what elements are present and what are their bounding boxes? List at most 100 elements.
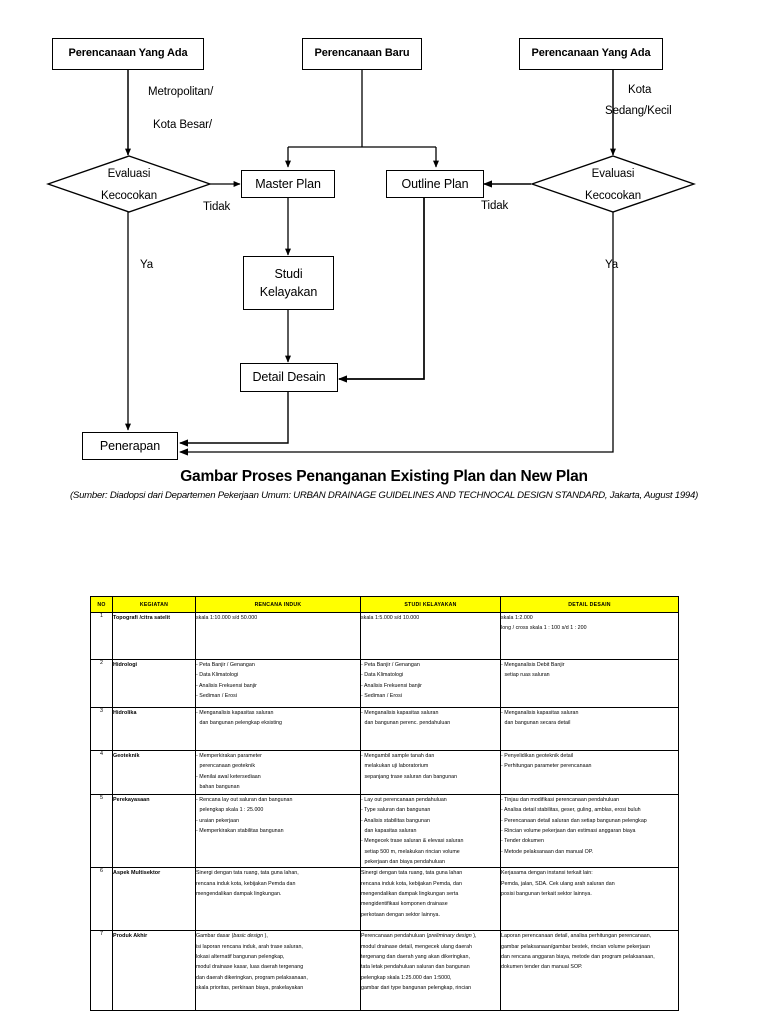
cell-no: 4: [90, 750, 113, 795]
cell-line: - Memperkirakan stabilitas bangunan: [196, 827, 284, 834]
node-label: Perencanaan Baru: [314, 47, 410, 60]
node-label: Detail Desain: [252, 370, 326, 385]
cell-line: sepanjang trase saluran dan bangunan: [364, 773, 458, 780]
cell-line: dan bangunan secara detail: [504, 720, 571, 727]
cell-no: 2: [90, 659, 113, 708]
cell-studi-kelayakan: Sinergi dengan tata ruang, tata guna lah…: [360, 867, 501, 932]
cell-detail-desain: - Tinjau dan modifikasi perencanaan pend…: [500, 793, 679, 869]
figure-source: (Sumber: Diadopsi dari Departemen Pekerj…: [69, 490, 699, 501]
cell-line: - Mengecek trase saluran & elevasi salur…: [361, 838, 464, 845]
cell-line: - Menganalisis kapasitas saluran: [196, 710, 274, 716]
node-label: Outline Plan: [401, 176, 469, 191]
cell-line: modul drainase detail, mengecek ulang da…: [361, 943, 473, 950]
cell-line: - Data Klimatologi: [361, 672, 404, 679]
cell-kegiatan: Hidrologi: [112, 659, 196, 708]
cell-line: - uraian pekerjaan: [196, 817, 240, 824]
cell-line: bahan bangunan: [199, 783, 240, 790]
cell-line: - Metode pelaksanaan dan manual OP.: [501, 848, 594, 855]
cell-line: - Perencanaan detail saluran dan setiap …: [501, 817, 647, 824]
cell-line: dan bangunan pelengkap eksisting: [199, 720, 283, 727]
cell-line: dan bangunan perenc. pendahuluan: [364, 720, 451, 727]
cell-no: 6: [90, 867, 113, 932]
cell-detail-desain: - Penyelidikan geoteknik detail- Perhitu…: [500, 750, 679, 795]
cell-no: 5: [90, 793, 113, 869]
cell-line: rencana induk kota, kebijakan Pemda dan: [196, 880, 296, 887]
cell-line: Sinergi dengan tata ruang, tata guna lah…: [196, 870, 299, 877]
decision-right-line2: Kecocokan: [585, 189, 641, 202]
specification-table: NO KEGIATAN RENCANA INDUK STUDI KELAYAKA…: [90, 596, 679, 1012]
cell-studi-kelayakan: - Lay out perencanaan pendahuluan- Type …: [360, 793, 501, 869]
node-label: Perencanaan Yang Ada: [531, 47, 651, 60]
cell-line: melakukan uji laboratorium: [364, 763, 429, 770]
cell-line: Topografi /citra satelit: [113, 615, 171, 621]
cell-line: gambar pelaksanaan/gambar bestek, rincia…: [501, 943, 650, 950]
cell-line: dan rencana anggaran biaya, metode dan p…: [501, 953, 655, 960]
cell-line: pelengkap skala 1 : 25.000: [199, 807, 264, 814]
cell-line: - Tender dokumen: [501, 838, 544, 845]
cell-kegiatan: Geoteknik: [112, 750, 196, 795]
node-label-line2: Kelayakan: [259, 285, 318, 299]
node-master-plan: Master Plan: [241, 170, 335, 198]
cell-detail-desain: - Menganalisis kapasitas saluran dan ban…: [500, 707, 679, 751]
cell-studi-kelayakan: skala 1:5.000 s/d 10.000: [360, 612, 501, 660]
edge-label-ya-left: Ya: [140, 259, 154, 271]
cell-line: - Rencana lay out saluran dan bangunan: [196, 797, 293, 803]
cell-line: Aspek Multisektor: [113, 870, 161, 877]
decision-right-line1: Evaluasi: [591, 168, 635, 180]
col-header-rencana-induk: RENCANA INDUK: [195, 596, 361, 613]
cell-line: Pemda, jalan, SDA. Cek ulang arah salura…: [501, 880, 615, 887]
cell-line: lokasi alternatif bangunan pelengkap,: [196, 953, 285, 960]
cell-line: setiap 500 m, melakukan rincian volume: [364, 848, 460, 855]
table-header-row: NO KEGIATAN RENCANA INDUK STUDI KELAYAKA…: [90, 596, 679, 613]
cell-line: gambar dari type bangunan pelengkap, rin…: [361, 984, 472, 991]
decision-right-label: Evaluasi Kecocokan: [530, 164, 696, 208]
cell-line: - Lay out perencanaan pendahuluan: [361, 797, 447, 803]
decision-diamond-left: [46, 155, 212, 213]
cell-line: Kerjasama dengan instansi terkait lain:: [501, 870, 593, 877]
cell-line: setiap ruas saluran: [504, 672, 550, 679]
cell-line: Perekayasaan: [113, 797, 150, 803]
cell-no: 3: [90, 707, 113, 751]
cell-line: pekerjaan dan biaya pendahuluan: [364, 858, 445, 865]
node-perencanaan-baru: Perencanaan Baru: [302, 38, 422, 70]
cell-line: - Analisis Frekuensi banjir: [361, 682, 422, 689]
cell-studi-kelayakan: Perencanaan pendahuluan (preliminary des…: [360, 930, 501, 1012]
cell-kegiatan: Perekayasaan: [112, 793, 196, 869]
cell-line: mengendalikan dampak lingkungan serta: [361, 890, 459, 897]
cell-line: dan kapasitas saluran: [364, 827, 417, 834]
cell-line: tata letak pendahuluan saluran dan bangu…: [361, 964, 470, 971]
cell-kegiatan: Topografi /citra satelit: [112, 612, 196, 660]
cell-rencana-induk: Gambar dasar (basic design ),isi laporan…: [195, 930, 361, 1012]
cell-detail-desain: - Menganalisis Debit Banjir setiap ruas …: [500, 659, 679, 708]
cell-line: isi laporan rencana induk, arah trase sa…: [196, 943, 303, 950]
cell-line: - Menganalisis Debit Banjir: [501, 662, 565, 668]
cell-kegiatan: Aspek Multisektor: [112, 867, 196, 932]
edge-label-tidak-left: Tidak: [203, 201, 231, 213]
specification-table-wrapper: NO KEGIATAN RENCANA INDUK STUDI KELAYAKA…: [90, 596, 679, 1012]
decision-diamond-right: [530, 155, 696, 213]
cell-line: - Menganalisis kapasitas saluran: [361, 710, 439, 716]
cell-studi-kelayakan: - Peta Banjir / Genangan- Data Klimatolo…: [360, 659, 501, 708]
cell-line: perencanaan geoteknik: [199, 763, 255, 770]
col-header-detail-desain: DETAIL DESAIN: [500, 596, 679, 613]
node-penerapan: Penerapan: [82, 432, 178, 460]
col-header-studi-kelayakan: STUDI KELAYAKAN: [360, 596, 501, 613]
cell-line: - Data Klimatologi: [196, 672, 239, 679]
cell-line: Sinergi dengan tata ruang, tata guna lah…: [361, 870, 463, 877]
cell-line: mengendalikan dampak lingkungan.: [196, 890, 282, 897]
cell-line: - Sediman / Erosi: [361, 692, 402, 699]
cell-line: - Peta Banjir / Genangan: [196, 662, 255, 668]
cell-rencana-induk: Sinergi dengan tata ruang, tata guna lah…: [195, 867, 361, 932]
node-studi-kelayakan: Studi Kelayakan: [243, 256, 334, 310]
node-label: Master Plan: [255, 176, 321, 191]
cell-studi-kelayakan: - Menganalisis kapasitas saluran dan ban…: [360, 707, 501, 751]
cell-line: skala 1:5.000 s/d 10.000: [361, 615, 420, 621]
cell-line: - Rincian volume pekerjaan dan estimasi …: [501, 827, 636, 834]
edge-label-metropolitan-line2: Kota Besar/: [153, 119, 212, 131]
cell-line: long / cross skala 1 : 100 s/d 1 : 200: [501, 625, 587, 632]
col-header-kegiatan: KEGIATAN: [112, 596, 196, 613]
cell-line: Hidrologi: [113, 662, 138, 668]
